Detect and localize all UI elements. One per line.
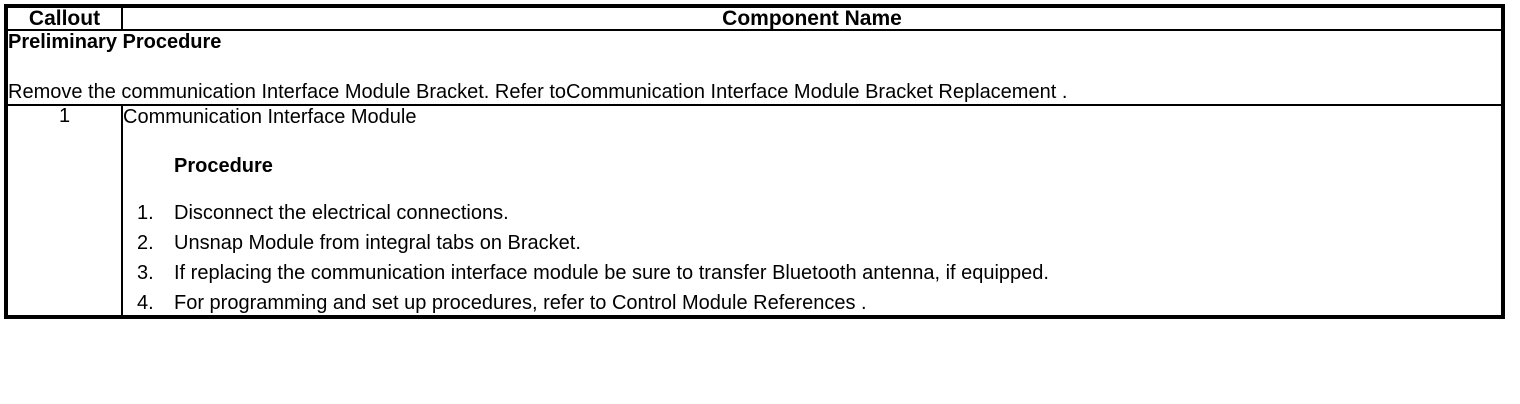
- preliminary-procedure-title: Preliminary Procedure: [8, 31, 222, 53]
- step-text: For programming and set up procedures, r…: [174, 292, 867, 314]
- step-text: Disconnect the electrical connections.: [174, 202, 509, 224]
- step-marker: 3.: [137, 262, 154, 284]
- spacer: [123, 129, 1501, 155]
- callout-number: 1: [5, 104, 123, 318]
- procedure-heading: Procedure: [174, 155, 273, 177]
- table-row: 1 Communication Interface Module Procedu…: [5, 104, 1504, 318]
- component-detail-cell: Communication Interface Module Procedure…: [121, 104, 1504, 318]
- service-procedure-table: Callout Component Name Preliminary Proce…: [4, 4, 1505, 319]
- step-marker: 1.: [137, 202, 154, 224]
- preliminary-procedure-cell: Preliminary Procedure Remove the communi…: [5, 29, 1504, 106]
- preliminary-procedure-text: Remove the communication Interface Modul…: [8, 81, 1068, 103]
- column-header-callout: Callout: [5, 5, 123, 31]
- step-text: If replacing the communication interface…: [174, 262, 1049, 284]
- spacer: [8, 54, 1501, 81]
- list-item: 1. Disconnect the electrical connections…: [123, 202, 1501, 232]
- step-marker: 2.: [137, 232, 154, 254]
- preliminary-procedure-row: Preliminary Procedure Remove the communi…: [5, 29, 1504, 106]
- list-item: 2. Unsnap Module from integral tabs on B…: [123, 232, 1501, 262]
- spacer: [123, 178, 1501, 202]
- table-header-row: Callout Component Name: [5, 5, 1504, 31]
- column-header-component-name: Component Name: [121, 5, 1504, 31]
- list-item: 3. If replacing the communication interf…: [123, 262, 1501, 292]
- step-marker: 4.: [137, 292, 154, 314]
- list-item: 4. For programming and set up procedures…: [123, 292, 1501, 315]
- step-text: Unsnap Module from integral tabs on Brac…: [174, 232, 581, 254]
- procedure-step-list: 1. Disconnect the electrical connections…: [123, 202, 1501, 315]
- component-name-label: Communication Interface Module: [123, 106, 417, 128]
